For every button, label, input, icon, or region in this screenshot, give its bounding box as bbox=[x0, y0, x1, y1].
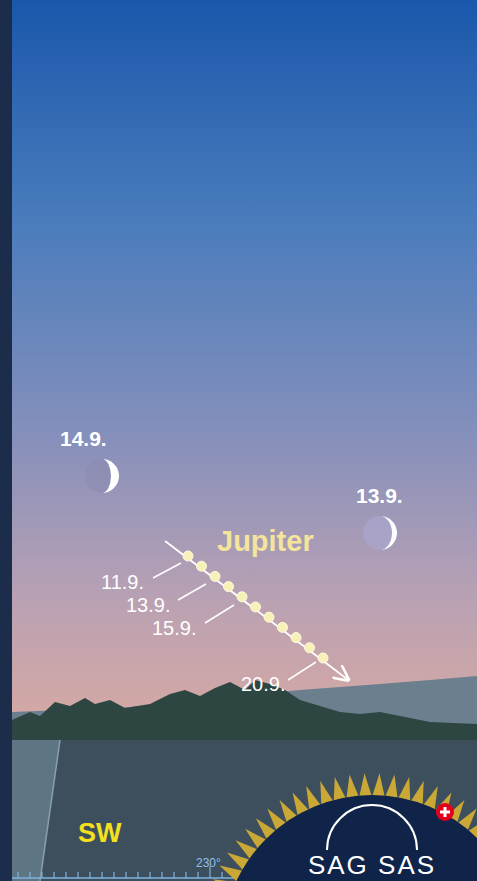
jupiter-dot bbox=[224, 582, 234, 592]
ray bbox=[372, 773, 385, 797]
azimuth-value: 230° bbox=[196, 857, 221, 869]
jupiter-dot bbox=[305, 643, 315, 653]
date-label: 13.9. bbox=[126, 595, 170, 615]
leader-line bbox=[153, 563, 181, 578]
tick bbox=[101, 872, 102, 878]
tick bbox=[89, 872, 90, 878]
tick bbox=[161, 872, 162, 878]
jupiter-dot bbox=[318, 653, 328, 663]
left-border bbox=[0, 0, 12, 881]
road-edge bbox=[40, 740, 60, 881]
tick bbox=[17, 872, 18, 878]
ray bbox=[385, 774, 398, 799]
logo-arc bbox=[327, 805, 417, 850]
jupiter-dot bbox=[251, 602, 261, 612]
planet-name: Jupiter bbox=[217, 527, 314, 556]
logo-disc bbox=[222, 795, 477, 881]
tick bbox=[221, 872, 222, 878]
jupiter-dot bbox=[278, 622, 288, 632]
tick bbox=[149, 872, 150, 878]
tick bbox=[29, 872, 30, 878]
leader-line bbox=[288, 662, 316, 680]
jupiter-positions bbox=[183, 551, 328, 663]
jupiter-dot bbox=[197, 561, 207, 571]
jupiter-dot bbox=[210, 571, 220, 581]
moon-date: 14.9. bbox=[60, 428, 107, 449]
compass-direction: SW bbox=[78, 820, 122, 847]
moon-date: 13.9. bbox=[356, 485, 403, 506]
ray bbox=[213, 879, 238, 881]
ray bbox=[346, 774, 359, 799]
tick bbox=[185, 872, 186, 878]
date-label: 15.9. bbox=[152, 618, 196, 638]
road bbox=[12, 740, 60, 881]
tick bbox=[65, 872, 66, 878]
tick bbox=[53, 872, 54, 878]
swiss-mark bbox=[436, 803, 454, 821]
tick bbox=[77, 872, 78, 878]
jupiter-dot bbox=[183, 551, 193, 561]
tick bbox=[41, 872, 42, 878]
ray bbox=[359, 773, 372, 797]
leader-line bbox=[178, 584, 206, 600]
moon-14-9 bbox=[85, 459, 119, 493]
logo-sun-rays bbox=[200, 773, 477, 881]
tick bbox=[113, 872, 114, 878]
date-label: 20.9. bbox=[241, 674, 285, 694]
jupiter-dot bbox=[237, 592, 247, 602]
tick bbox=[173, 872, 174, 878]
moon-13-9 bbox=[363, 516, 397, 550]
tick bbox=[125, 872, 126, 878]
leader-line bbox=[205, 605, 234, 623]
tick bbox=[197, 872, 198, 878]
logo-text: SAG SAS bbox=[308, 852, 436, 878]
tick bbox=[137, 872, 138, 878]
date-label: 11.9. bbox=[101, 572, 144, 592]
jupiter-track bbox=[165, 541, 347, 679]
jupiter-dot bbox=[291, 633, 301, 643]
jupiter-dot bbox=[264, 612, 274, 622]
